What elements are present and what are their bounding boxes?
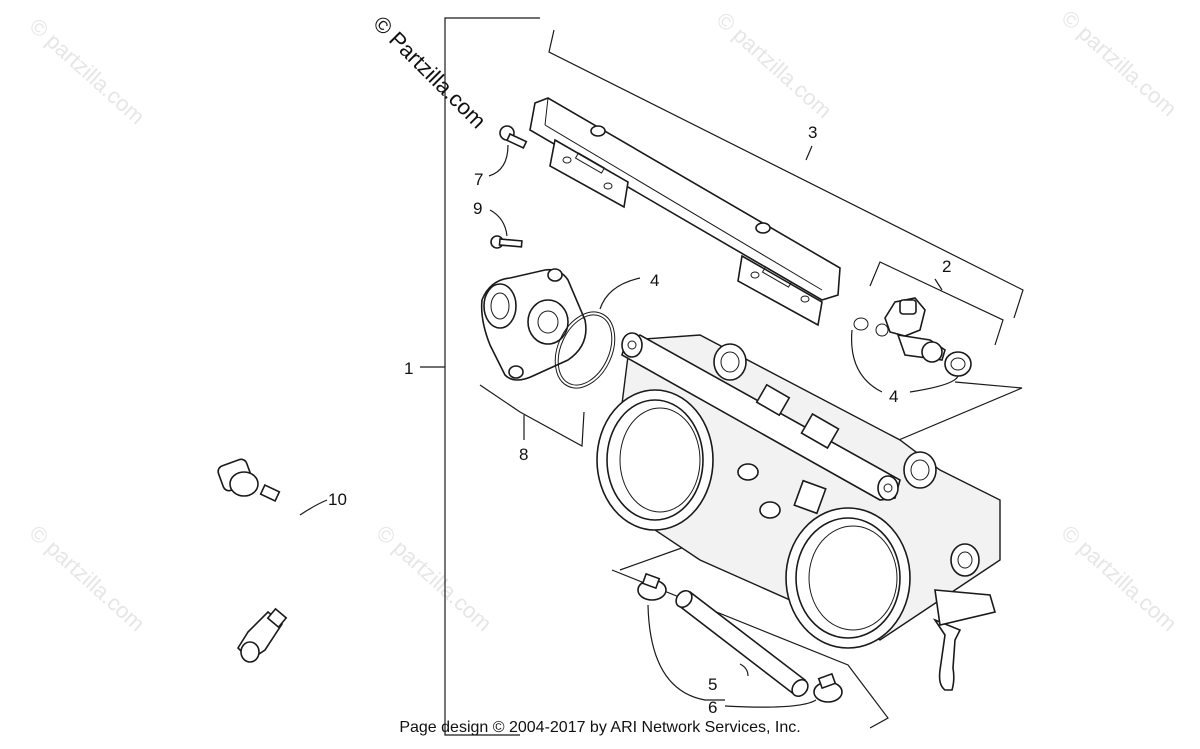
bolt-7 [488,125,528,177]
wire-harness [217,458,328,663]
callout-6: 6 [708,698,717,717]
callout-4-lower: 4 [889,387,898,406]
throttle-body-bracket [611,381,1023,729]
watermark-layer: © partzilla.com © partzilla.com © partzi… [25,5,1182,636]
callout-9: 9 [473,199,482,218]
hose-and-clamps [637,572,843,708]
throttle-position-sensor [479,268,587,447]
o-ring-large [554,277,641,389]
callout-1: 1 [404,359,413,378]
watermark: © partzilla.com [25,520,150,636]
fuel-injector [850,297,972,393]
fuel-rail [529,97,841,327]
callout-8: 8 [519,445,528,464]
callout-7: 7 [474,170,483,189]
watermark: © partzilla.com [712,7,837,123]
callout-3: 3 [808,123,817,142]
callout-10: 10 [328,490,347,509]
throttle-body [596,332,1001,691]
copyright-watermark: © Partzilla.com [368,11,491,134]
callout-5: 5 [708,675,717,694]
assembly-bracket [420,17,540,736]
fuel-rail-bracket [548,29,1024,319]
injector-bracket [869,261,1004,346]
watermark: © partzilla.com [1057,5,1182,121]
footer-credit: Page design © 2004-2017 by ARI Network S… [399,719,801,736]
callout-2: 2 [942,257,951,276]
watermark: © partzilla.com [25,13,150,129]
bolt-9 [489,209,523,249]
callout-4-upper: 4 [650,271,659,290]
watermark: © partzilla.com [1057,520,1182,636]
callout-labels: 1 2 3 4 4 5 6 7 8 9 10 [328,123,951,717]
watermark: © partzilla.com [372,520,497,636]
